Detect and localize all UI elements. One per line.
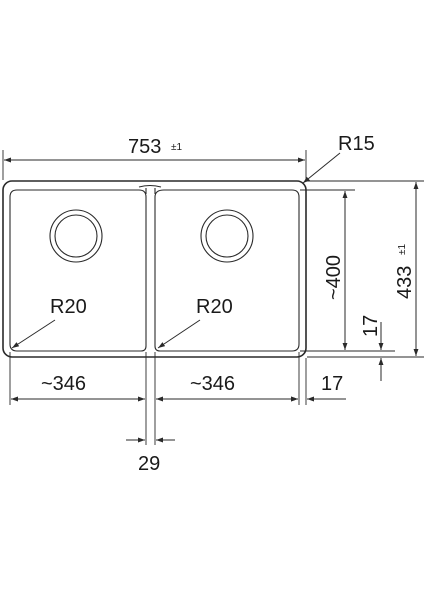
overall-width-dimension: [2, 150, 307, 180]
outer-radius-label: R15: [338, 133, 375, 155]
right-bowl-radius-label: R20: [196, 296, 233, 318]
bowl-depth-value: ~400: [323, 255, 345, 300]
right-bowl-outline: [154, 189, 300, 352]
right-bowl-width-value: ~346: [190, 373, 235, 395]
overall-depth-tolerance: ±1: [397, 244, 408, 255]
divider-cap: [138, 184, 162, 194]
left-bowl-outline: [9, 189, 147, 352]
left-bowl-width-value: ~346: [41, 373, 86, 395]
left-drain-icon: [49, 209, 103, 263]
overall-depth-value: 433: [394, 266, 416, 299]
overall-width-tolerance: ±1: [171, 142, 182, 153]
left-bowl-radius-label: R20: [50, 296, 87, 318]
outer-radius-leader: [302, 152, 341, 184]
right-drain-icon: [200, 209, 254, 263]
rim-offset-vertical-value: 17: [360, 315, 382, 337]
right-bowl-radius-leader: [157, 319, 201, 349]
overall-width-value: 753: [128, 136, 161, 158]
sink-outline: [2, 180, 307, 358]
rim-offset-horizontal-value: 17: [321, 373, 343, 395]
divider-width-value: 29: [138, 453, 160, 475]
left-bowl-radius-leader: [11, 319, 56, 349]
